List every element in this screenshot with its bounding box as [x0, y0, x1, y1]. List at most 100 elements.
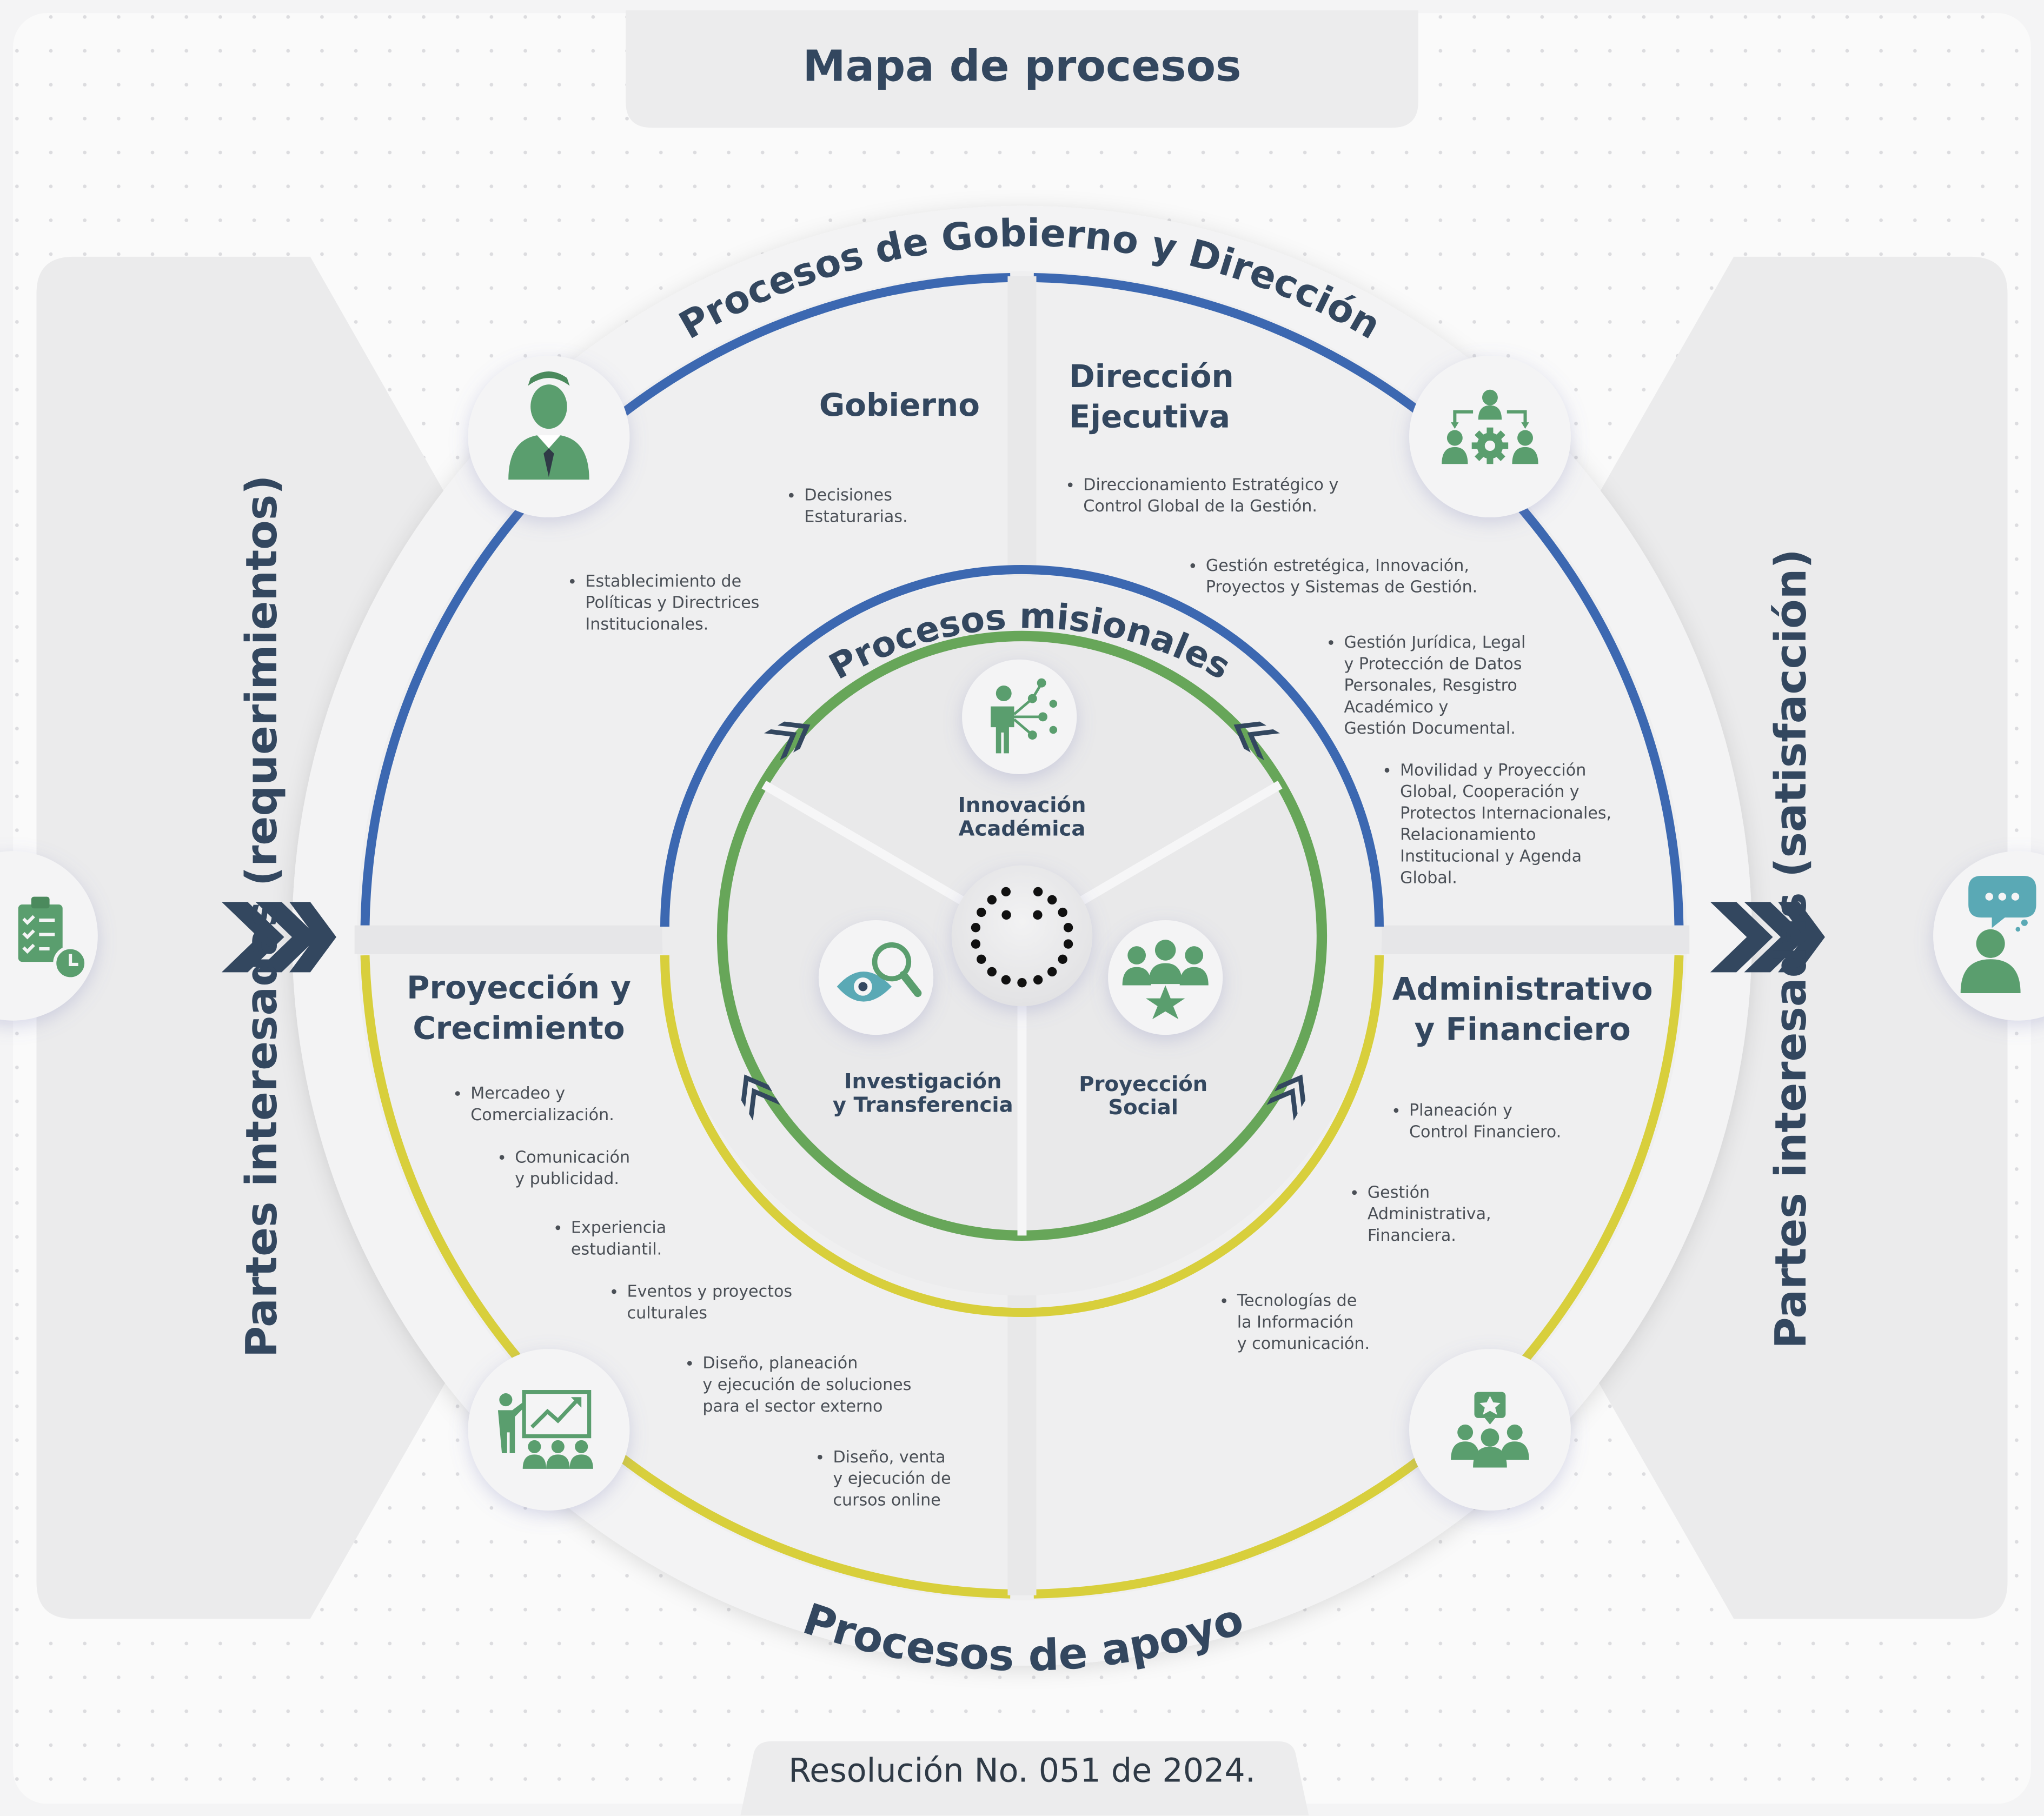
direccion-item-line: Gestión Documental.	[1344, 719, 1515, 738]
proyeccion-item-line: para el sector externo	[702, 1397, 882, 1416]
bullet-icon	[687, 1361, 692, 1366]
investigacion-label-line: y Transferencia	[833, 1093, 1013, 1117]
right-chevrons	[1710, 902, 1825, 973]
proyeccion-item-line: Comunicación	[515, 1148, 630, 1167]
logo-dot	[1017, 977, 1027, 988]
eye-magnifier-icon	[837, 942, 922, 1002]
proyeccion-title-line: Proyección y	[407, 969, 631, 1006]
direccion-item-line: y Protección de Datos	[1344, 655, 1522, 674]
proyeccion-item-line: cursos online	[833, 1491, 940, 1509]
dotted-logo-icon	[971, 887, 1073, 988]
administrativo-title-line: y Financiero	[1415, 1011, 1631, 1048]
team-gear-icon	[1442, 389, 1538, 464]
resolution-text: Resolución No. 051 de 2024.	[788, 1752, 1256, 1790]
gobierno-item-line: Estaturarias.	[804, 507, 907, 526]
logo-dot	[1001, 910, 1011, 920]
bullet-icon	[455, 1091, 460, 1096]
administrativo-item-line: y comunicación.	[1237, 1334, 1370, 1353]
logo-dot	[971, 939, 981, 949]
administrativo-item-line: Control Financiero.	[1409, 1122, 1561, 1141]
logo-dot	[1058, 954, 1067, 964]
proyeccion-item-line: y ejecución de	[833, 1469, 951, 1488]
chevron-icon	[741, 1074, 780, 1121]
bullet-icon	[1190, 563, 1196, 568]
social-label-line: Social	[1108, 1095, 1178, 1120]
direccion-item-line: Protectos Internacionales,	[1400, 804, 1611, 823]
direccion-item-line: Gestión estretégica, Innovación,	[1206, 556, 1469, 575]
middle-yellow-arc	[660, 955, 1384, 1317]
proyeccion-item-line: Diseño, venta	[833, 1448, 945, 1467]
clipboard-clock-icon	[18, 896, 88, 981]
group-star-icon	[1122, 940, 1209, 1020]
social-label-line: Proyección	[1079, 1072, 1207, 1096]
gobierno-icon-badge	[468, 356, 630, 518]
chevron-icon	[764, 721, 811, 761]
proyeccion-item-line: Comercialización.	[470, 1106, 614, 1125]
title-tab	[626, 10, 1418, 128]
center-logo	[951, 865, 1093, 1007]
logo-dot	[1001, 975, 1011, 985]
logo-dot	[1063, 923, 1073, 933]
direccion-icon-badge	[1409, 356, 1571, 518]
administrativo-icon-badge	[1409, 1349, 1571, 1511]
gobierno-item-line: Políticas y Directrices	[585, 594, 759, 613]
direccion-title-line: Ejecutiva	[1069, 398, 1230, 435]
proyeccion-item-line: Experiencia	[571, 1219, 666, 1238]
team-star-icon	[1451, 1392, 1529, 1468]
left-panel	[36, 256, 476, 1619]
direccion-item-line: Gestión Jurídica, Legal	[1344, 633, 1525, 652]
proyeccion-item-line: Diseño, planeación	[702, 1354, 858, 1373]
logo-dot	[1047, 967, 1057, 977]
middle-blue-arc	[660, 565, 1384, 927]
logo-dot	[1047, 895, 1057, 905]
direccion-item-line: Proyectos y Sistemas de Gestión.	[1206, 578, 1477, 597]
chevron-arrows	[741, 721, 1306, 1121]
page-title: Mapa de procesos	[802, 41, 1241, 91]
direccion-title-line: Dirección	[1069, 358, 1234, 395]
administrativo-title-line: Administrativo	[1392, 970, 1653, 1007]
proyeccion-title-line: Crecimiento	[413, 1009, 625, 1046]
bullet-icon	[1328, 640, 1333, 645]
direccion-item-line: Relacionamiento	[1400, 826, 1536, 844]
bullet-icon	[555, 1225, 561, 1230]
gobierno-title: Gobierno	[819, 387, 980, 423]
innovacion-icon-badge	[962, 659, 1077, 774]
innovacion-label-line: Académica	[959, 816, 1086, 841]
direccion-item-line: Movilidad y Proyección	[1400, 761, 1586, 780]
bullet-icon	[788, 493, 794, 498]
bullet-icon	[1393, 1108, 1399, 1113]
left-icon-badge	[0, 851, 98, 1021]
direccion-item: Gestión estretégica, Innovación, Proyecto…	[1206, 556, 1477, 597]
double-chevron-icon	[1710, 902, 1825, 973]
bullet-icon	[817, 1454, 822, 1460]
logo-dot	[1001, 887, 1011, 897]
proyeccion-item: Diseño, venta y ejecución de cursos online	[833, 1448, 951, 1510]
chevron-icon	[1266, 1074, 1306, 1121]
bullet-icon	[1384, 768, 1390, 773]
presentation-chart-icon	[497, 1390, 593, 1469]
user-chat-icon	[1960, 875, 2036, 993]
bullet-icon	[1067, 482, 1073, 488]
direccion-item-line: Control Global de la Gestión.	[1083, 497, 1317, 516]
direccion-item-line: Académico y	[1344, 697, 1448, 716]
logo-dot	[977, 954, 986, 964]
logo-dot	[1033, 910, 1043, 920]
administrativo-item-line: Tecnologías de	[1237, 1292, 1357, 1311]
